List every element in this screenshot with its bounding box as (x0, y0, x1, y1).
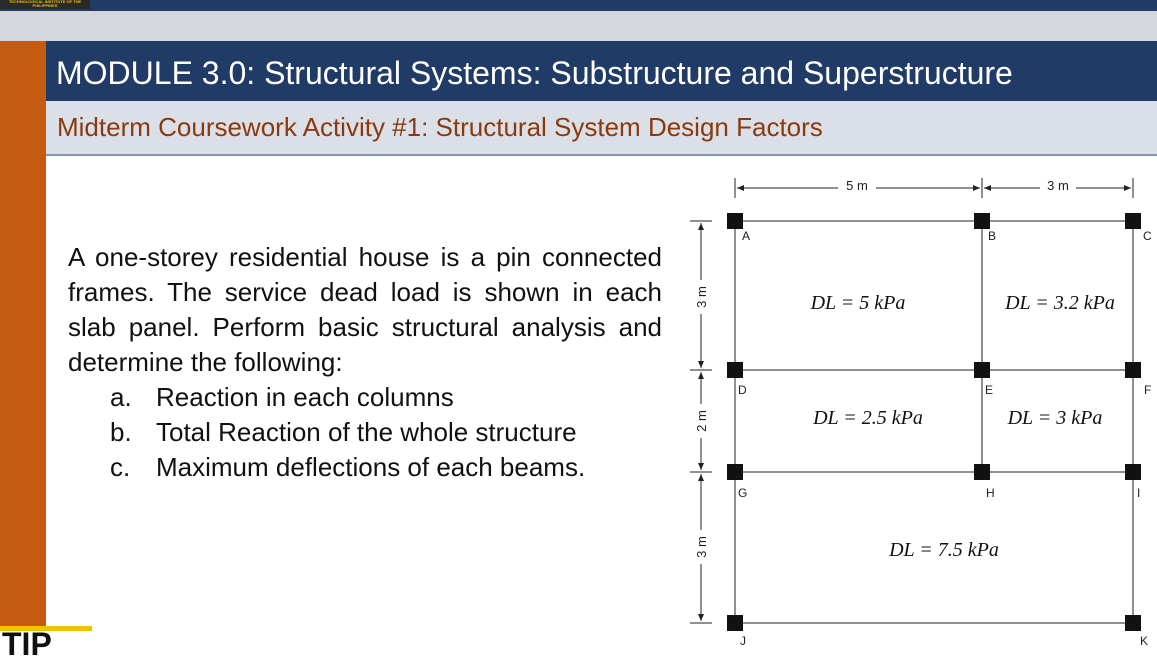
dimension-label: 5 m (846, 178, 868, 193)
column-k (1125, 615, 1141, 631)
node-label-d: D (738, 383, 747, 397)
institute-logo: TECHNOLOGICAL INSTITUTE OF THE PHILIPPIN… (0, 0, 90, 9)
column-j (727, 615, 743, 631)
node-label-i: I (1137, 486, 1140, 500)
node-label-h: H (986, 486, 995, 500)
orange-sidebar (0, 41, 46, 631)
column-e (974, 362, 990, 378)
page-subtitle: Midterm Coursework Activity #1: Structur… (57, 112, 823, 142)
column-a (727, 213, 743, 229)
page-title: MODULE 3.0: Structural Systems: Substruc… (56, 55, 1013, 91)
column-h (974, 464, 990, 480)
node-label-g: G (738, 486, 747, 500)
load-label-panel-ef: DL = 3 kPa (1007, 407, 1103, 429)
node-label-f: F (1144, 383, 1151, 397)
node-label-e: E (985, 383, 993, 397)
horizontal-dimension: 5 m 3 m (734, 178, 1134, 198)
problem-paragraph: A one-storey residential house is a pin … (68, 242, 662, 377)
list-item: a. Reaction in each columns (110, 380, 662, 415)
load-label-panel-bc: DL = 3.2 kPa (1004, 292, 1115, 314)
load-label-panel-gk: DL = 7.5 kPa (888, 539, 999, 561)
node-label-c: C (1143, 229, 1152, 243)
load-label-panel-ab: DL = 5 kPa (810, 292, 906, 314)
column-c (1125, 213, 1141, 229)
dimension-label: 3 m (694, 286, 709, 308)
vertical-dimension: 3 m 2 m 3 m (690, 220, 712, 624)
subtitle-bar: Midterm Coursework Activity #1: Structur… (46, 101, 1157, 156)
column-b (974, 213, 990, 229)
list-item: b. Total Reaction of the whole structure (110, 415, 662, 450)
list-item-text: Maximum deflections of each beams. (156, 452, 586, 482)
list-item-text: Reaction in each columns (156, 382, 454, 412)
task-list: a. Reaction in each columns b. Total React… (68, 380, 662, 485)
column-i (1125, 464, 1141, 480)
node-label-a: A (742, 229, 750, 243)
tip-logo: TIP (0, 626, 92, 660)
node-label-b: B (988, 229, 996, 243)
node-label-j: J (740, 634, 746, 648)
column-f (1125, 362, 1141, 378)
columns (727, 213, 1141, 631)
dimension-label: 3 m (694, 536, 709, 558)
title-bar: MODULE 3.0: Structural Systems: Substruc… (46, 41, 1157, 101)
dimension-label: 2 m (694, 410, 709, 432)
problem-statement: A one-storey residential house is a pin … (68, 240, 662, 485)
list-marker: b. (110, 417, 132, 447)
node-label-k: K (1140, 634, 1148, 648)
tip-logo-stripe (0, 626, 92, 631)
column-d (727, 362, 743, 378)
list-item: c. Maximum deflections of each beams. (110, 450, 662, 485)
list-marker: a. (110, 382, 132, 412)
column-g (727, 464, 743, 480)
list-item-text: Total Reaction of the whole structure (156, 417, 577, 447)
node-labels: A B C D E F G H I J K (738, 229, 1152, 648)
top-bar (0, 0, 1157, 11)
frame-beams (734, 220, 1134, 624)
list-marker: c. (110, 452, 131, 482)
load-label-panel-de: DL = 2.5 kPa (812, 407, 923, 429)
grey-strip (0, 11, 1157, 41)
dimension-label: 3 m (1047, 178, 1069, 193)
slab-loads: DL = 5 kPa DL = 3.2 kPa DL = 2.5 kPa DL … (810, 292, 1115, 561)
